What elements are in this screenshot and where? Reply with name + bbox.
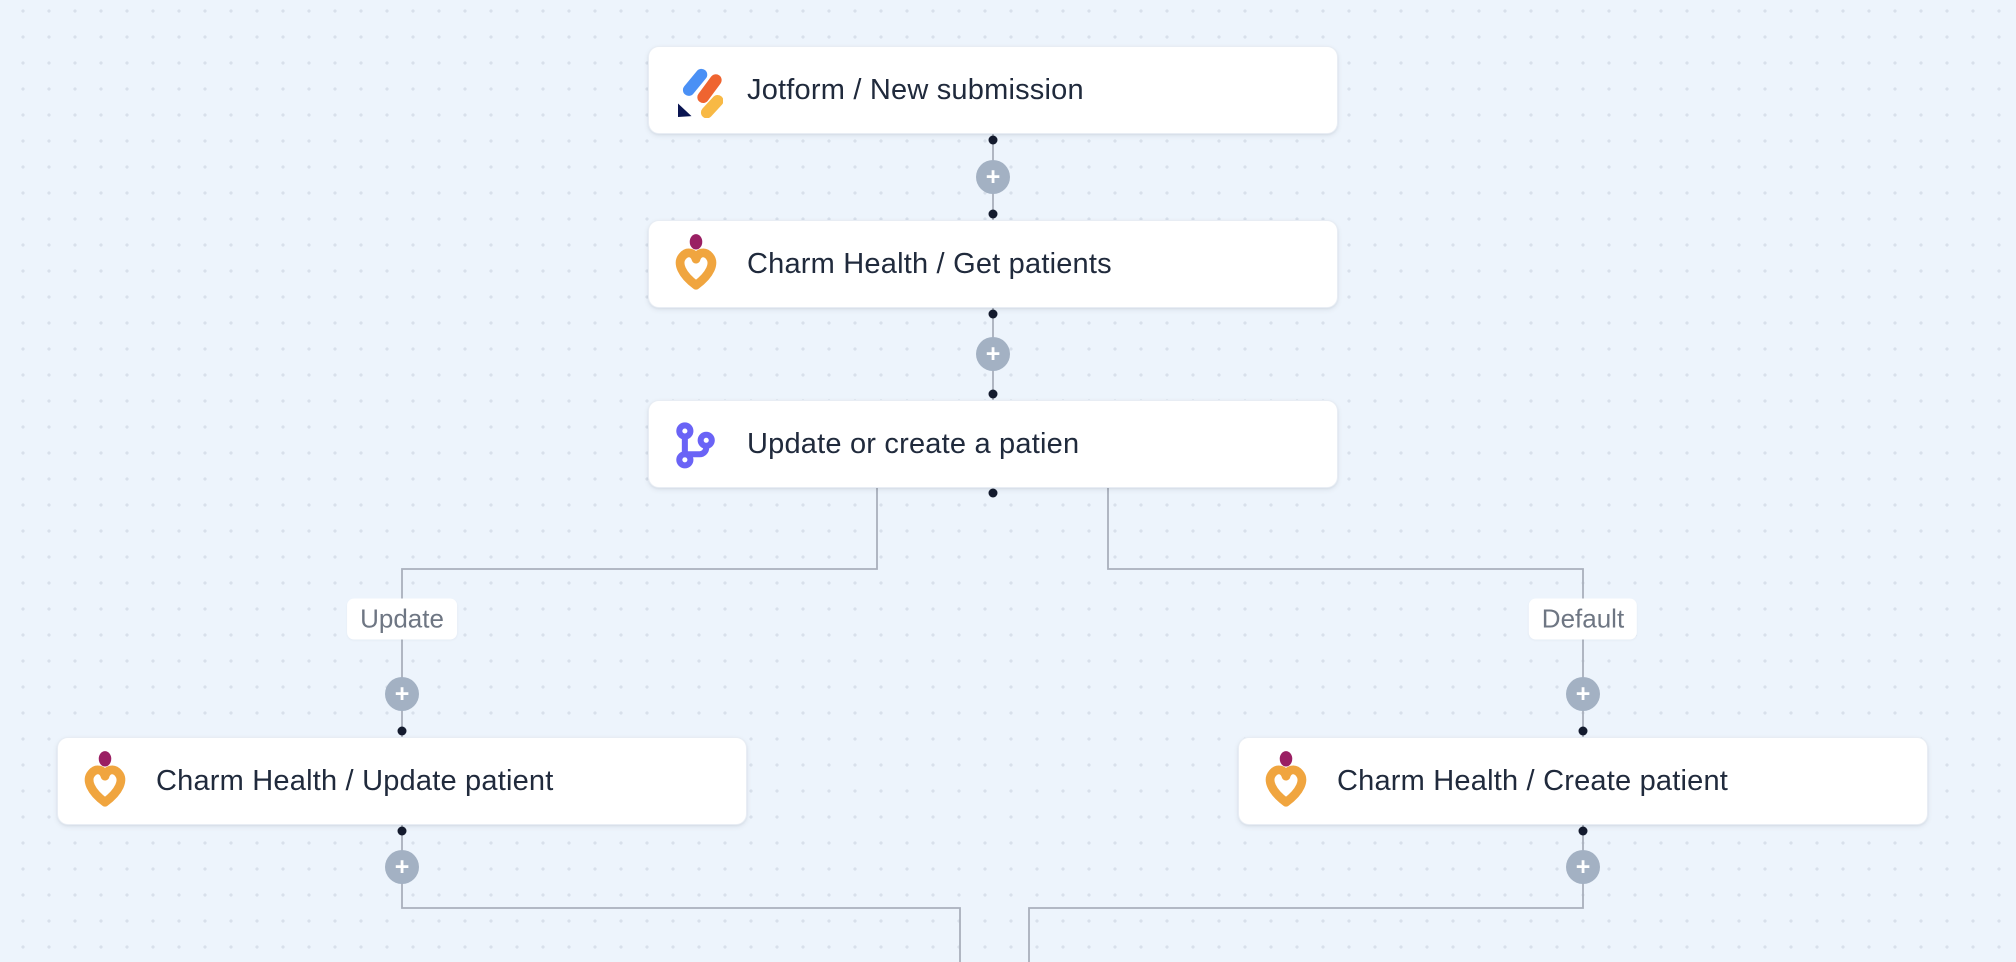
charm-health-icon [76,745,134,817]
node-update-or-create-path[interactable]: Update or create a patien [648,400,1338,488]
edge-create-patient-out [1028,825,1584,962]
node-charm-create-patient[interactable]: Charm Health / Create patient [1238,737,1928,825]
edge-update-patient-out [401,825,961,962]
node-label: Charm Health / Create patient [1337,764,1729,797]
jotform-icon [667,54,725,126]
node-charm-get-patients[interactable]: Charm Health / Get patients [648,220,1338,308]
node-label: Jotform / New submission [747,73,1084,106]
charm-health-icon [667,228,725,300]
node-label: Update or create a patien [747,427,1080,460]
branch-label-update: Update [347,598,457,640]
branch-label-default: Default [1528,598,1638,640]
edge-branch-default [1107,488,1584,737]
node-label: Charm Health / Update patient [156,764,554,797]
charm-health-icon [1257,745,1315,817]
add-step-button[interactable]: + [1566,850,1600,884]
node-label: Charm Health / Get patients [747,247,1112,280]
add-step-button[interactable]: + [976,160,1010,194]
add-step-button[interactable]: + [385,677,419,711]
add-step-button[interactable]: + [976,337,1010,371]
edge-branch-update [401,488,878,737]
branch-icon [667,408,725,480]
node-jotform-new-submission[interactable]: Jotform / New submission [648,46,1338,134]
add-step-button[interactable]: + [385,850,419,884]
add-step-button[interactable]: + [1566,677,1600,711]
node-charm-update-patient[interactable]: Charm Health / Update patient [57,737,747,825]
